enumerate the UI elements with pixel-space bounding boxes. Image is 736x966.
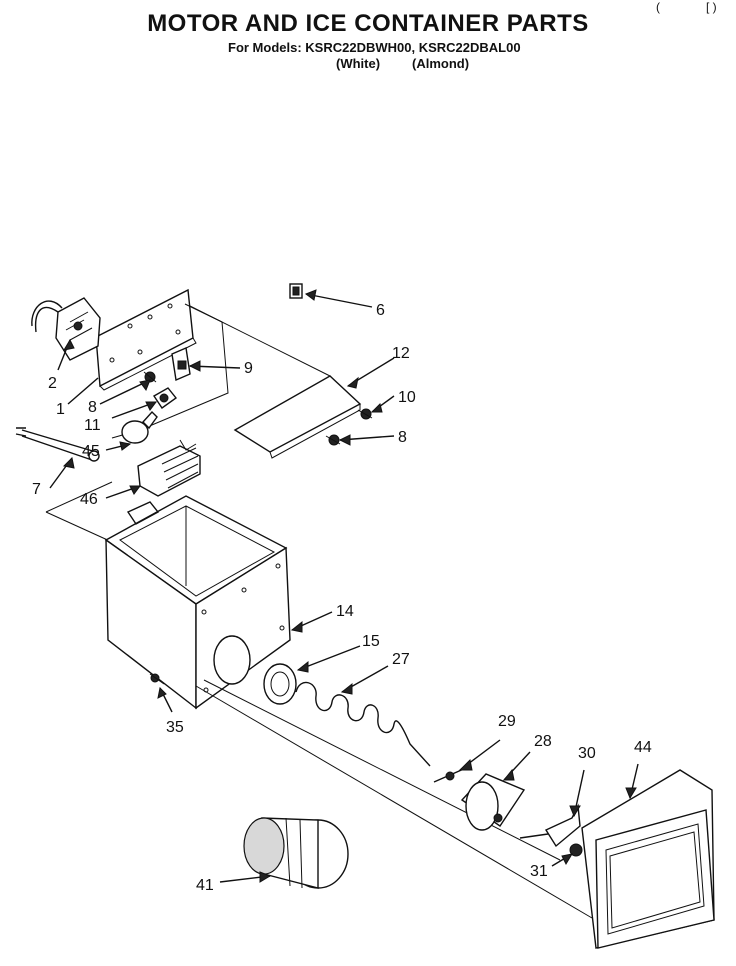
assembly-outline-front: [195, 679, 593, 919]
light-bulb: [121, 410, 158, 444]
callout-2: 2: [48, 375, 57, 392]
callout-9: 9: [244, 360, 253, 377]
motor-coupler: [243, 817, 349, 889]
screw-8-left: [143, 371, 157, 383]
screw-10: [357, 408, 373, 420]
bracket: [171, 347, 191, 381]
callout-41: 41: [196, 877, 214, 894]
callout-1: 1: [56, 401, 65, 418]
callout-45: 45: [82, 443, 100, 460]
switch: [289, 283, 303, 299]
callout-29: 29: [498, 713, 516, 730]
callout-30: 30: [578, 745, 596, 762]
callout-12: 12: [392, 345, 410, 362]
callout-27: 27: [392, 651, 410, 668]
page-title: MOTOR AND ICE CONTAINER PARTS: [147, 10, 589, 37]
callout-46: 46: [80, 491, 98, 508]
wire-harness: [15, 427, 100, 462]
callout-44: 44: [634, 739, 652, 756]
bearing: [263, 663, 297, 705]
auger-spring: [295, 681, 431, 767]
color-almond: (Almond): [412, 56, 470, 71]
callout-28: 28: [534, 733, 552, 750]
callout-8-left: 8: [88, 399, 97, 416]
assembly-outline-to-cover: [189, 305, 331, 377]
cover-panel: [233, 375, 362, 459]
callout-7: 7: [32, 481, 41, 498]
callout-labels: 2 1 6 9 12 10 8 8 11 45 7 46 14 15 27 35…: [32, 302, 652, 894]
ice-container: [104, 495, 291, 710]
callout-14: 14: [336, 603, 354, 620]
callout-35: 35: [166, 719, 184, 736]
screw-35: [149, 673, 165, 685]
arrow-heads: [62, 289, 637, 883]
light-housing: [137, 439, 201, 497]
callout-10: 10: [398, 389, 416, 406]
drive-bracket: [519, 803, 581, 848]
callout-8-right: 8: [398, 429, 407, 446]
corner-mark-left: (: [656, 0, 660, 14]
models-line: For Models: KSRC22DBWH00, KSRC22DBAL00: [228, 40, 521, 55]
auger-drive: [460, 773, 526, 831]
light-socket: [153, 387, 178, 409]
nut-31: [569, 843, 583, 857]
callout-11: 11: [84, 417, 101, 434]
callout-6: 6: [376, 302, 385, 319]
front-panel: [581, 769, 715, 949]
callout-31: 31: [530, 863, 548, 880]
callout-15: 15: [362, 633, 380, 650]
assembly-outline-lower: [45, 481, 113, 543]
screw-8-right: [325, 434, 341, 446]
motor-mount-plate: [95, 288, 197, 391]
corner-mark-right: [ ): [706, 0, 717, 14]
color-white: (White): [336, 56, 381, 71]
